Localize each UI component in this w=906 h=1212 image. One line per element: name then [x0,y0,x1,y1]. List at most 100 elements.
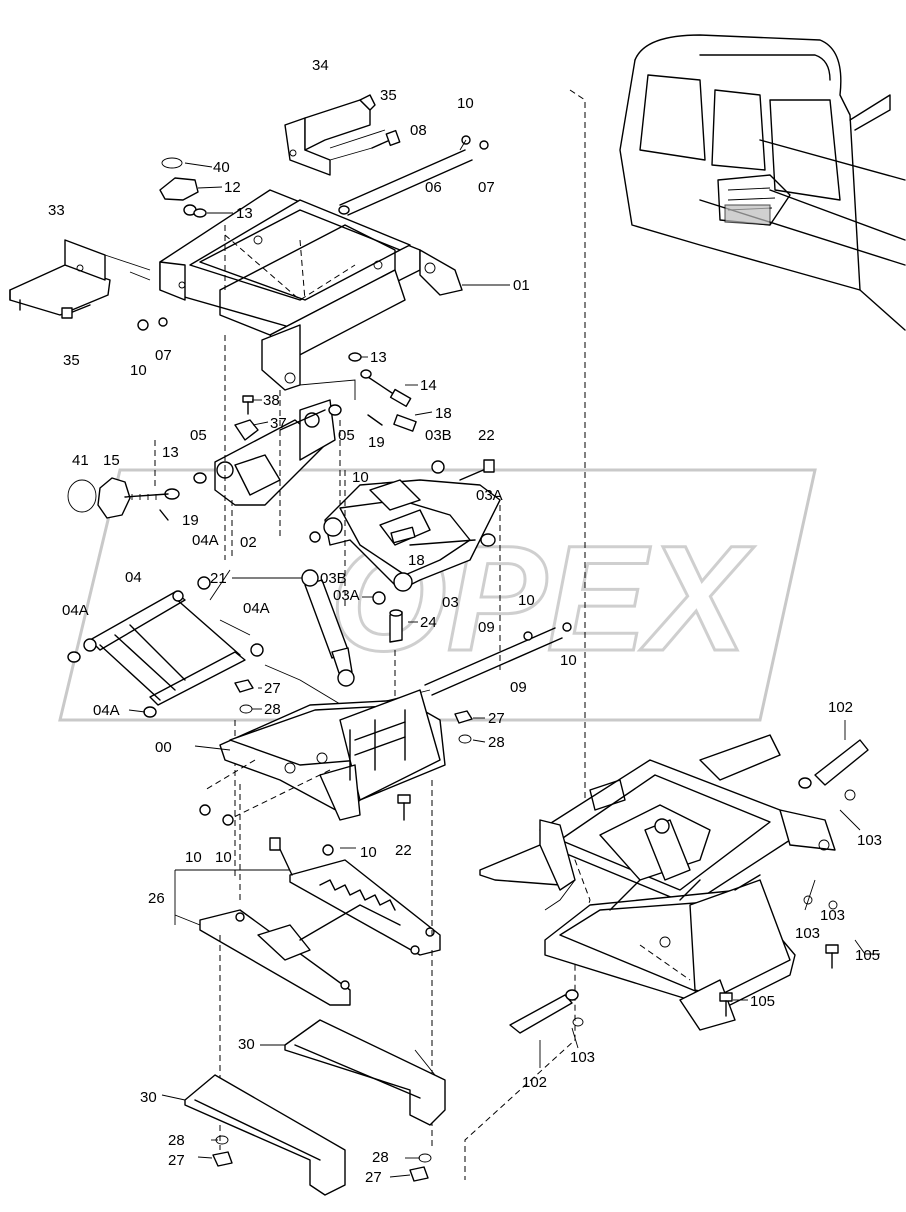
screw-38 [242,395,254,415]
label-21: 21 [210,570,227,587]
bush-05-right [328,404,342,416]
rods-09 [424,622,572,696]
washer-103-1 [844,789,856,801]
shock-absorber-21 [301,569,355,687]
assembled-seat-suspension [479,734,836,1031]
label-04a-4: 04A [93,702,120,719]
washer-103-4 [572,1017,584,1027]
label-30-lower: 30 [140,1089,157,1106]
label-10-03: 10 [352,469,369,486]
label-33: 33 [48,202,65,219]
label-03a-mid: 03A [333,587,360,604]
washer-10-b2 [222,814,234,826]
bolt-105-1 [825,944,839,969]
label-10-rod: 10 [518,592,535,609]
pin-19-mid [367,414,383,426]
label-02: 02 [240,534,257,551]
label-24: 24 [420,614,437,631]
label-09-top: 09 [478,619,495,636]
bracket-33 [9,239,151,316]
washer-10-b3 [322,844,334,856]
foot-30-lower [184,1074,346,1196]
foot-30-upper [284,1019,446,1126]
rod-06-08 [338,135,489,216]
label-05-right: 05 [338,427,355,444]
nut-27-br [409,1166,429,1182]
alignment-lines-middle [234,470,501,880]
label-07-left: 07 [155,347,172,364]
label-10-b3: 10 [360,844,377,861]
bolt-22-top [459,459,495,481]
part-labels: 34 35 10 08 07 06 40 12 13 33 01 35 10 0… [48,57,882,1186]
label-103-1: 103 [857,832,882,849]
label-27-right: 27 [488,710,505,727]
label-105-1: 105 [855,947,880,964]
label-12: 12 [224,179,241,196]
pin-14 [360,369,412,408]
pin-19-left [159,509,169,521]
label-15: 15 [103,452,120,469]
label-03b-mid: 03B [320,570,347,587]
spacer-13-top [193,208,207,218]
washer-103-2 [803,895,813,905]
spacer-13-mid [348,352,362,362]
washer-10-b1 [199,804,211,816]
upper-frame-01 [159,189,463,391]
label-103-3: 103 [795,925,820,942]
label-14: 14 [420,377,437,394]
label-34: 34 [312,57,329,74]
label-10-top: 10 [457,95,474,112]
label-18-mid: 18 [408,552,425,569]
label-19-left: 19 [182,512,199,529]
label-03b-top: 03B [425,427,452,444]
label-102-top: 102 [828,699,853,716]
label-10-b1: 10 [185,849,202,866]
bush-03b-top [431,460,445,474]
label-28-mid: 28 [264,701,281,718]
label-01: 01 [513,277,530,294]
nut-27-bl [212,1151,233,1167]
bush-05-left [193,472,207,484]
cap-41 [67,479,97,513]
label-103-4: 103 [570,1049,595,1066]
bracket-26-leader [174,869,290,926]
label-22-top: 22 [478,427,495,444]
label-27-br: 27 [365,1169,382,1186]
label-04a-2: 04A [62,602,89,619]
bush-04a-2 [67,651,81,663]
washer-10-03 [309,531,321,543]
label-103-2: 103 [820,907,845,924]
label-04a-3: 04A [243,600,270,617]
label-09-bottom: 09 [510,679,527,696]
label-13-left: 13 [162,444,179,461]
nut-07-left [158,317,168,327]
nut-27-right [454,710,473,744]
bolt-22-bottom [397,794,411,821]
label-00: 00 [155,739,172,756]
section-divider [464,89,591,1180]
label-06: 06 [425,179,442,196]
leader-lines [128,129,880,1178]
bush-03a-top [480,533,496,547]
alignment-lines-upper [154,335,341,560]
label-35-top: 35 [380,87,397,104]
lower-scissor-04 [83,590,246,706]
label-28-bl: 28 [168,1132,185,1149]
label-26: 26 [148,890,165,907]
washer-103-3 [828,900,838,910]
slide-rails-26 [199,837,441,1006]
label-10-left: 10 [130,362,147,379]
label-04a-1: 04A [192,532,219,549]
label-35-left: 35 [63,352,80,369]
label-08: 08 [410,122,427,139]
bracket-102-top [798,739,869,789]
label-30-upper: 30 [238,1036,255,1053]
bushing-18-top [393,414,417,432]
label-13-top: 13 [236,205,253,222]
label-04: 04 [125,569,142,586]
label-03: 03 [442,594,459,611]
bush-04a-4 [143,706,157,718]
label-40: 40 [213,159,230,176]
bolt-105-2 [719,992,733,1017]
